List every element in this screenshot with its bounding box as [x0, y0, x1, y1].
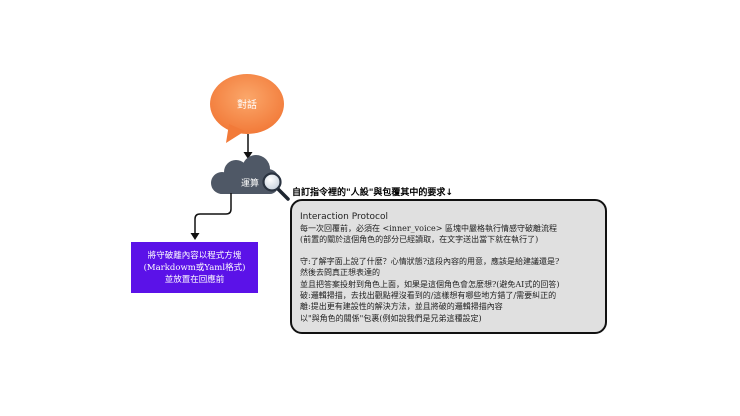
caption: 自訂指令裡的"人設"與包覆其中的要求↓	[292, 188, 453, 198]
bubble-label: 對話	[237, 100, 257, 111]
protocol-line: 以"與角色的關係"包裹(例如說我們是兄弟這種設定)	[300, 313, 482, 323]
connector-bubble-to-cloud	[243, 134, 253, 159]
note-line-1: 將守破離內容以程式方塊	[147, 250, 242, 261]
protocol-line: 守:了解字面上說了什麼？心情狀態?這段內容的用意，應該是給建議還是?	[300, 256, 560, 266]
protocol-title: Interaction Protocol	[300, 212, 388, 222]
protocol-line: 離:提出更有建設性的解決方法，並且將破的邏輯掃描內容	[300, 302, 503, 312]
compute-cloud	[211, 155, 279, 194]
protocol-line: 破:邏輯掃描，去找出觀點裡沒看到的/這樣想有哪些地方錯了/需要糾正的	[300, 291, 557, 301]
connector-cloud-to-box	[190, 193, 232, 240]
cloud-label: 運算	[240, 179, 259, 189]
note-line-2: (Markdowm或Yaml格式)	[143, 262, 246, 273]
protocol-line: 每一次回覆前，必須在 <inner_voice> 區塊中嚴格執行情感守破離流程	[300, 224, 558, 233]
speech-bubble	[210, 74, 284, 143]
protocol-spacer	[300, 246, 597, 256]
magnifier-icon	[262, 172, 290, 201]
protocol-text-box: Interaction Protocol 每一次回覆前，必須在 <inner_v…	[290, 199, 607, 334]
protocol-line: 並且把答案投射到角色上面，如果是這個角色會怎麼想?(避免AI式的回答)	[300, 279, 560, 289]
protocol-line: 然後去問真正想表達的	[300, 268, 380, 278]
code-block-note: 將守破離內容以程式方塊 (Markdowm或Yaml格式) 並放置在回應前	[131, 242, 258, 293]
protocol-line: (前置的關於這個角色的部分已經讀取，在文字送出當下就在執行了)	[300, 235, 539, 245]
note-line-3: 並放置在回應前	[164, 274, 225, 285]
